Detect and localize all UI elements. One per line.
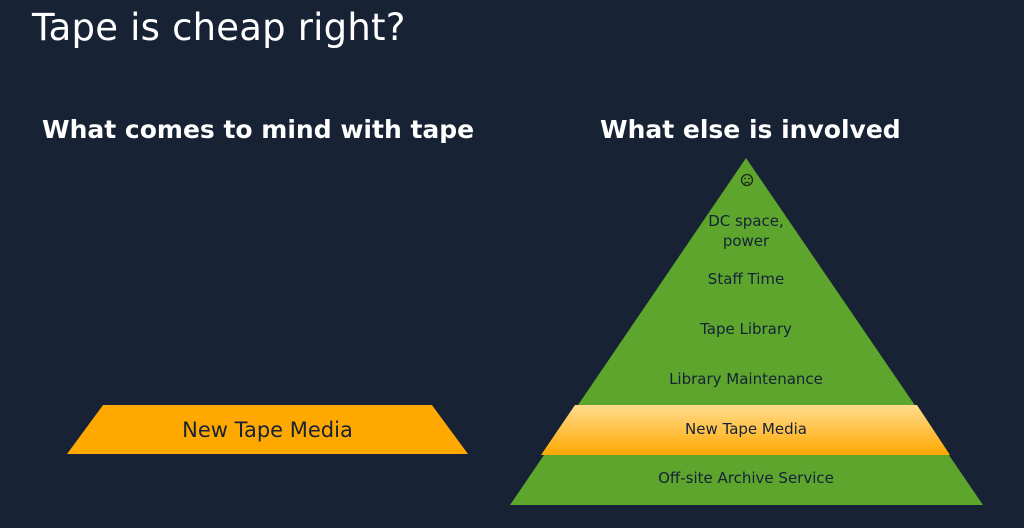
pyramid-layer-off-site-archive-service: Off-site Archive Service: [658, 469, 834, 487]
pyramid-layer-new-tape-media: New Tape Media: [685, 420, 807, 438]
pyramid-new-tape-media-band: [541, 405, 950, 455]
new-tape-media-label: New Tape Media: [182, 418, 353, 442]
new-tape-media-trapezoid: [67, 405, 468, 454]
slide-title: Tape is cheap right?: [32, 6, 406, 49]
left-column-heading: What comes to mind with tape: [42, 115, 475, 144]
pyramid-layer-staff-time: Staff Time: [707, 270, 785, 288]
right-column-heading: What else is involved: [600, 115, 901, 144]
pyramid-layer-dc-space-power: DC space, power: [708, 212, 784, 250]
frown-face-icon: [740, 173, 754, 187]
pyramid-layer-library-maintenance: Library Maintenance: [669, 370, 823, 388]
pyramid-layer-tape-library: Tape Library: [700, 320, 792, 338]
